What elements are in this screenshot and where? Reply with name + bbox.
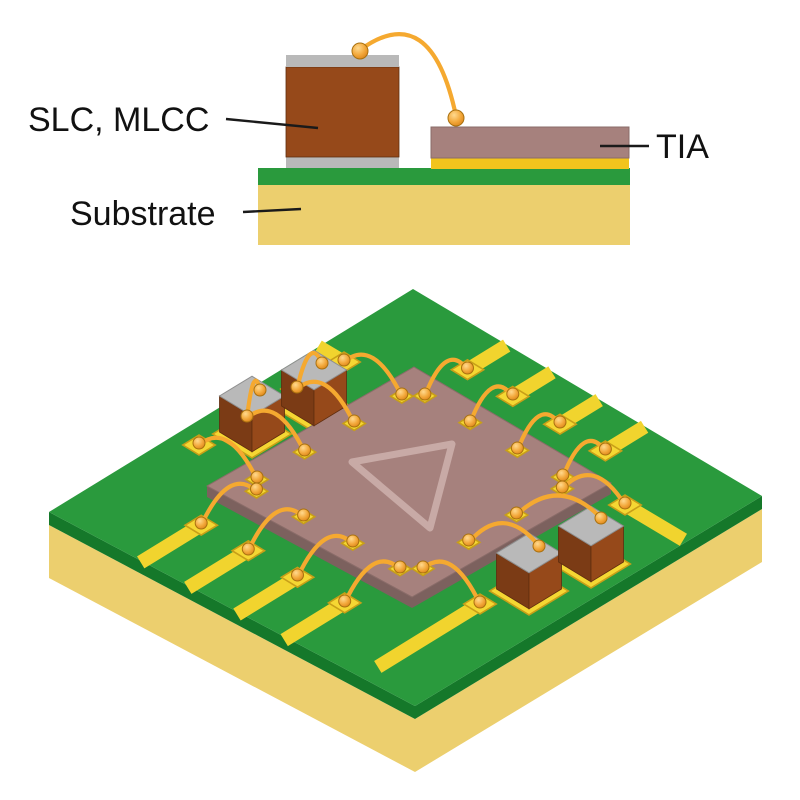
ball-bond bbox=[194, 516, 208, 530]
ball-bond bbox=[555, 480, 569, 494]
capacitor-top-face bbox=[557, 505, 625, 547]
ball-bond bbox=[532, 539, 546, 553]
amplifier-triangle-icon bbox=[348, 440, 456, 532]
board-isometric-view bbox=[49, 289, 762, 772]
board-edge-right bbox=[415, 496, 762, 719]
substrate-cross-section bbox=[258, 184, 630, 245]
capacitor-bottom-termination bbox=[286, 157, 399, 168]
ball-bond bbox=[510, 441, 524, 455]
ball-bond bbox=[618, 496, 632, 510]
ball-bond bbox=[291, 568, 304, 582]
ball-bond bbox=[393, 560, 407, 574]
ball-bond bbox=[250, 470, 264, 484]
ball-bond bbox=[250, 482, 263, 496]
gold-traces bbox=[137, 339, 687, 673]
capacitor-label: SLC, MLCC bbox=[28, 101, 209, 139]
tia-die-top bbox=[205, 366, 612, 598]
capacitor-top-termination bbox=[286, 55, 399, 67]
ball-bond bbox=[253, 383, 267, 397]
board-edge-left bbox=[49, 512, 415, 719]
ball-bond bbox=[290, 380, 304, 394]
ball-bond bbox=[315, 356, 329, 370]
ball-bond bbox=[416, 560, 430, 574]
substrate-side-left bbox=[49, 525, 415, 772]
ball-bond bbox=[395, 387, 409, 401]
board-top-layer-cross-section bbox=[258, 168, 630, 185]
ball-bond bbox=[241, 542, 255, 556]
ball-bond bbox=[473, 595, 487, 609]
ball-bond bbox=[598, 442, 612, 456]
ball-bond bbox=[192, 436, 206, 450]
ball-bond bbox=[346, 534, 360, 548]
capacitor-body bbox=[285, 66, 400, 158]
capacitor-top-face bbox=[495, 532, 563, 574]
capacitor-cross-section bbox=[285, 55, 400, 168]
capacitor-4 bbox=[557, 505, 625, 583]
ball-bond bbox=[461, 361, 474, 375]
ball-bond bbox=[594, 511, 608, 525]
ball-bond bbox=[347, 414, 361, 428]
bond-wire bbox=[357, 32, 459, 119]
ball-bond bbox=[337, 353, 351, 367]
ball-bond bbox=[553, 415, 567, 429]
substrate-label: Substrate bbox=[70, 195, 216, 233]
substrate-side-right bbox=[415, 509, 762, 772]
ball-bond bbox=[463, 414, 477, 428]
capacitor-label-line bbox=[225, 117, 319, 130]
ball-bond bbox=[240, 409, 254, 423]
ball-bond bbox=[297, 508, 311, 522]
ball-bond bbox=[556, 468, 570, 482]
bond-wire bbox=[466, 521, 542, 549]
ball-bond bbox=[418, 387, 432, 401]
ball-bond bbox=[510, 506, 523, 520]
die-attach-layer bbox=[431, 157, 629, 169]
bond-wire bbox=[560, 473, 628, 508]
cross-section-view: SLC, MLCC TIA Substrate bbox=[28, 32, 709, 245]
substrate-label-line bbox=[242, 207, 302, 214]
tia-die-cross-section bbox=[430, 126, 630, 159]
ball-bond bbox=[338, 594, 352, 608]
ball-bond bbox=[298, 443, 312, 457]
ball-bonds bbox=[192, 353, 632, 609]
ball-bond bbox=[506, 387, 520, 401]
ball-bond bbox=[351, 42, 369, 60]
ball-bond bbox=[447, 109, 465, 127]
ball-bond bbox=[462, 533, 476, 547]
bond-wire bbox=[514, 493, 604, 521]
tia-label: TIA bbox=[656, 128, 709, 166]
capacitor-3 bbox=[495, 532, 563, 610]
